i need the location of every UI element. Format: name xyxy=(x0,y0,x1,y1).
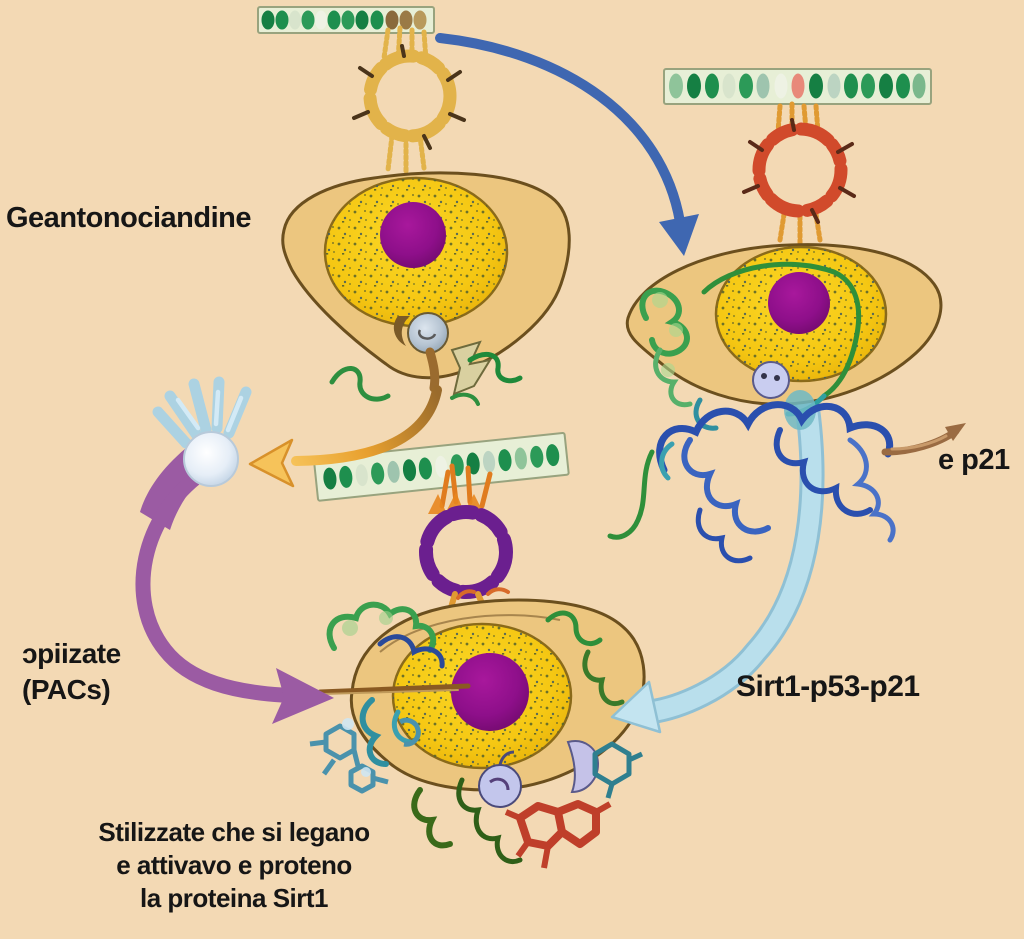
bottom-cell xyxy=(309,587,646,869)
nucleolus xyxy=(380,202,446,268)
caption-line2: e attivavo e proteno xyxy=(116,850,352,880)
brown-tail xyxy=(425,347,440,393)
caption-line1: Stilizzate che si legano xyxy=(98,817,370,847)
label-pacs-line1: ɔpiizate xyxy=(22,638,121,669)
label-caption: Stilizzate che si legano e attivavo e pr… xyxy=(55,816,413,915)
right-cell xyxy=(607,243,943,564)
teal-ring-right xyxy=(592,741,644,799)
dna-strip-middle xyxy=(313,431,570,502)
dark-green-squiggles-bottom xyxy=(411,777,523,864)
label-sirt1-complex: Sirt1-p53-p21 xyxy=(736,670,920,703)
teal-ribbons-left xyxy=(359,697,413,767)
orange-bits-top xyxy=(456,587,510,600)
gold-molecule xyxy=(352,25,466,177)
orange-arrow xyxy=(248,385,442,488)
lavender-sphere xyxy=(478,764,522,808)
pac-spiky-sphere xyxy=(152,376,252,487)
left-cell xyxy=(281,171,571,406)
teal-arrow-root xyxy=(784,390,816,430)
label-pacs-line2: (PACs) xyxy=(22,674,111,705)
caption-line3: la proteina Sirt1 xyxy=(140,883,329,913)
olive-leaf-shapes xyxy=(450,340,493,396)
dna-strip-right xyxy=(663,68,932,105)
label-e-p21: e p21 xyxy=(938,444,1010,476)
blue-arrow xyxy=(435,33,699,256)
brown-fragment xyxy=(393,316,410,346)
cyan-arrow xyxy=(637,385,825,725)
nucleolus xyxy=(768,272,830,334)
label-geantonociandine: Geantonociandine xyxy=(6,202,251,234)
lavender-cone xyxy=(566,740,600,794)
brown-spear xyxy=(317,683,471,695)
blue-protein-complex xyxy=(607,401,896,564)
purple-arrowhead xyxy=(272,668,334,724)
lavender-protein-sphere xyxy=(752,361,790,399)
nucleolus xyxy=(451,653,529,731)
dna-strip-top xyxy=(257,6,435,34)
label-pacs: ɔpiizate (PACs) xyxy=(22,636,121,708)
red-molecule xyxy=(742,101,856,247)
green-squiggles-right xyxy=(545,610,625,706)
red-ring-molecule xyxy=(504,800,612,869)
blue-ring-molecule xyxy=(309,717,421,794)
brown-arrow xyxy=(881,423,966,456)
gray-protein-sphere xyxy=(407,312,449,354)
green-squiggle-proteins xyxy=(329,351,523,406)
cyan-arrowhead xyxy=(610,680,662,734)
